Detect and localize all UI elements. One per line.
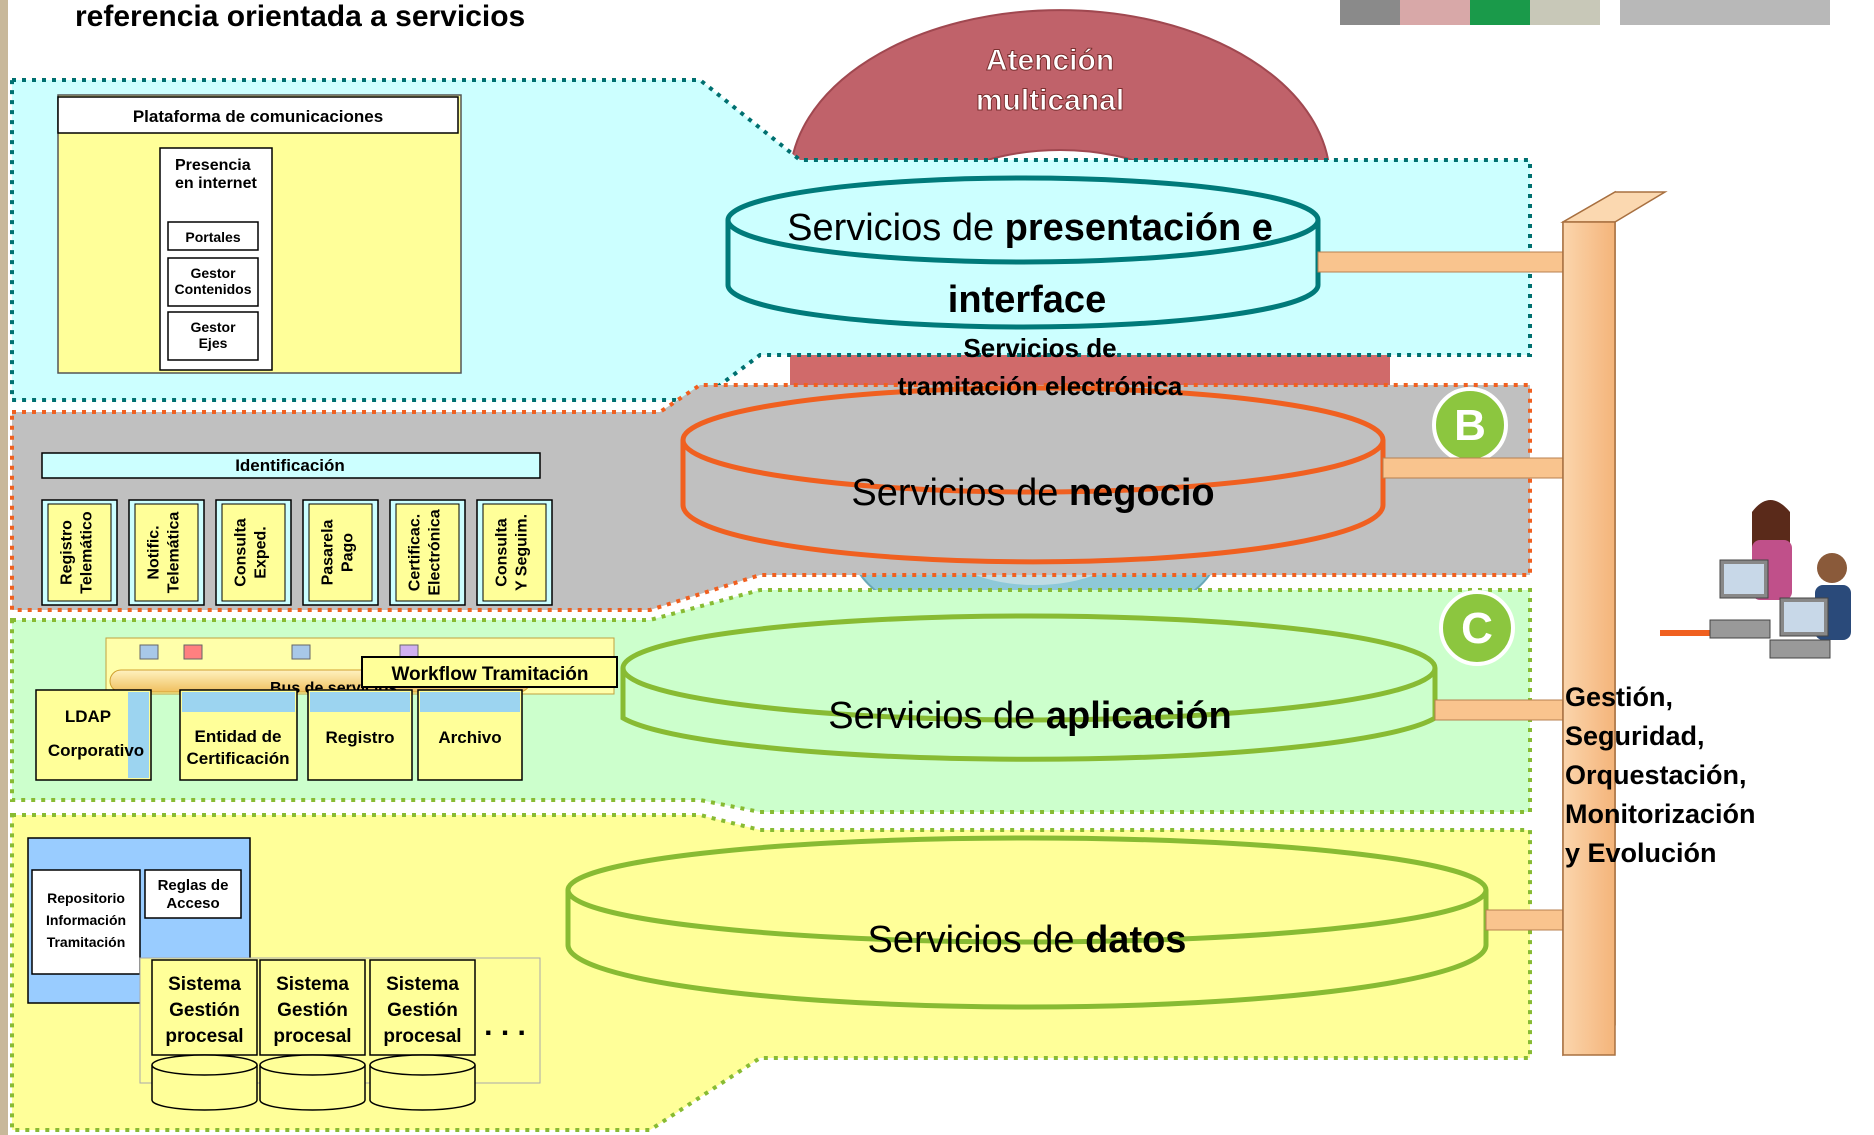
workflow-label: Workflow Tramitación (391, 664, 588, 685)
data-label: Servicios de datos (868, 919, 1187, 961)
business-service-label: Telemática (166, 512, 183, 594)
system-label: procesal (383, 1026, 461, 1047)
pillar-label-3: Orquestación, (1565, 760, 1747, 790)
users-icon (1660, 500, 1851, 659)
header-photo-strip (1340, 0, 1830, 25)
presentation-label: Servicios de presentación e (787, 207, 1273, 249)
system-label: procesal (165, 1026, 243, 1047)
system-label: procesal (273, 1026, 351, 1047)
internet-presence-title-2: en internet (175, 175, 257, 192)
content-manager-item-2: Contenidos (175, 281, 252, 297)
rules-label-2: Acceso (166, 895, 219, 912)
business-service-label: Pasarela (320, 519, 337, 585)
badge-b: B (1432, 387, 1508, 463)
business-service-inner (482, 503, 547, 602)
system-label: Sistema (168, 974, 241, 995)
business-service-label: Notific. (146, 525, 163, 579)
pillar-label-4: Monitorización (1565, 799, 1756, 829)
internet-presence-title-1: Presencia (175, 157, 251, 174)
rules-label-1: Reglas de (158, 877, 229, 894)
business-service-label: Registro (59, 520, 76, 585)
pillar-label-5: y Evolución (1565, 838, 1717, 868)
system-label: Sistema (276, 974, 349, 995)
comm-platform-header: Plataforma de comunicaciones (133, 107, 383, 126)
business-service-label: Consulta (494, 518, 511, 587)
cert-entity-label-2: Certificación (187, 749, 290, 768)
presentation-label-2: interface (948, 279, 1106, 321)
business-service-label: Telemático (79, 511, 96, 594)
business-service-label: Exped. (253, 526, 270, 578)
system-label: Gestión (277, 1000, 348, 1021)
system-storage-top (151, 1054, 258, 1076)
processing-label-1: Servicios de (963, 333, 1116, 363)
business-service-label: Consulta (233, 518, 250, 587)
processing-label-2: tramitación electrónica (898, 371, 1183, 401)
repo-label-2: Información (46, 912, 126, 928)
application-cylinder: Servicios de aplicación (620, 613, 1438, 762)
system-storage-body (369, 1065, 476, 1111)
system-storage-body (259, 1065, 366, 1111)
system-storage-top (259, 1054, 366, 1076)
business-cylinder: Servicios de negocio (680, 385, 1386, 565)
application-label: Servicios de aplicación (828, 695, 1231, 737)
application-panel: Bus de servicios Workflow Tramitación LD… (35, 637, 618, 781)
repo-label-1: Repositorio (47, 890, 125, 906)
portals-item: Portales (185, 229, 240, 245)
business-label: Servicios de negocio (851, 472, 1214, 514)
left-edge-strip (0, 0, 8, 1135)
identification-header: Identificación (235, 456, 345, 475)
more-systems-ellipsis: . . . (484, 1009, 526, 1042)
management-pillar (1317, 190, 1668, 1057)
cert-entity-label-1: Entidad de (195, 727, 282, 746)
repo-label-3: Tramitación (47, 934, 126, 950)
bus-computer-icons (139, 644, 419, 660)
ldap-label-2: Corporativo (48, 741, 144, 760)
business-service-inner (395, 503, 460, 602)
business-service-label: Certificac. (407, 514, 424, 591)
diagram-title: referencia orientada a servicios (75, 0, 526, 33)
pillar-label-1: Gestión, (1565, 682, 1673, 712)
system-label: Gestión (169, 1000, 240, 1021)
system-storage-top (369, 1054, 476, 1076)
content-manager-item-1: Gestor (190, 265, 236, 281)
archive-label: Archivo (438, 728, 501, 747)
presentation-panel: Plataforma de comunicaciones Presencia e… (57, 94, 462, 374)
business-service-inner (221, 503, 286, 602)
multichannel-label-1: Atención (986, 44, 1114, 77)
system-label: Sistema (386, 974, 459, 995)
business-service-inner (47, 503, 112, 602)
ldap-label-1: LDAP (65, 707, 111, 726)
data-panel: Repositorio Información Tramitación Regl… (27, 837, 541, 1111)
business-service-label: Y Seguim. (514, 514, 531, 591)
svg-text:B: B (1454, 401, 1486, 450)
business-service-inner (134, 503, 199, 602)
business-service-inner (308, 503, 373, 602)
system-block (151, 959, 258, 1056)
system-block (369, 959, 476, 1056)
axis-manager-item-2: Ejes (199, 335, 228, 351)
business-service-label: Electrónica (427, 509, 444, 595)
registry-label: Registro (326, 728, 395, 747)
svg-text:C: C (1461, 604, 1493, 653)
system-storage-body (151, 1065, 258, 1111)
presentation-cylinder: Servicios de presentación e interface (725, 175, 1321, 330)
system-label: Gestión (387, 1000, 458, 1021)
data-cylinder: Servicios de datos (565, 835, 1489, 1010)
axis-manager-item-1: Gestor (190, 319, 236, 335)
badge-c: C (1439, 590, 1515, 666)
multichannel-label-2: multicanal (976, 84, 1124, 117)
business-service-label: Pago (340, 533, 357, 572)
pillar-label-2: Seguridad, (1565, 721, 1705, 751)
